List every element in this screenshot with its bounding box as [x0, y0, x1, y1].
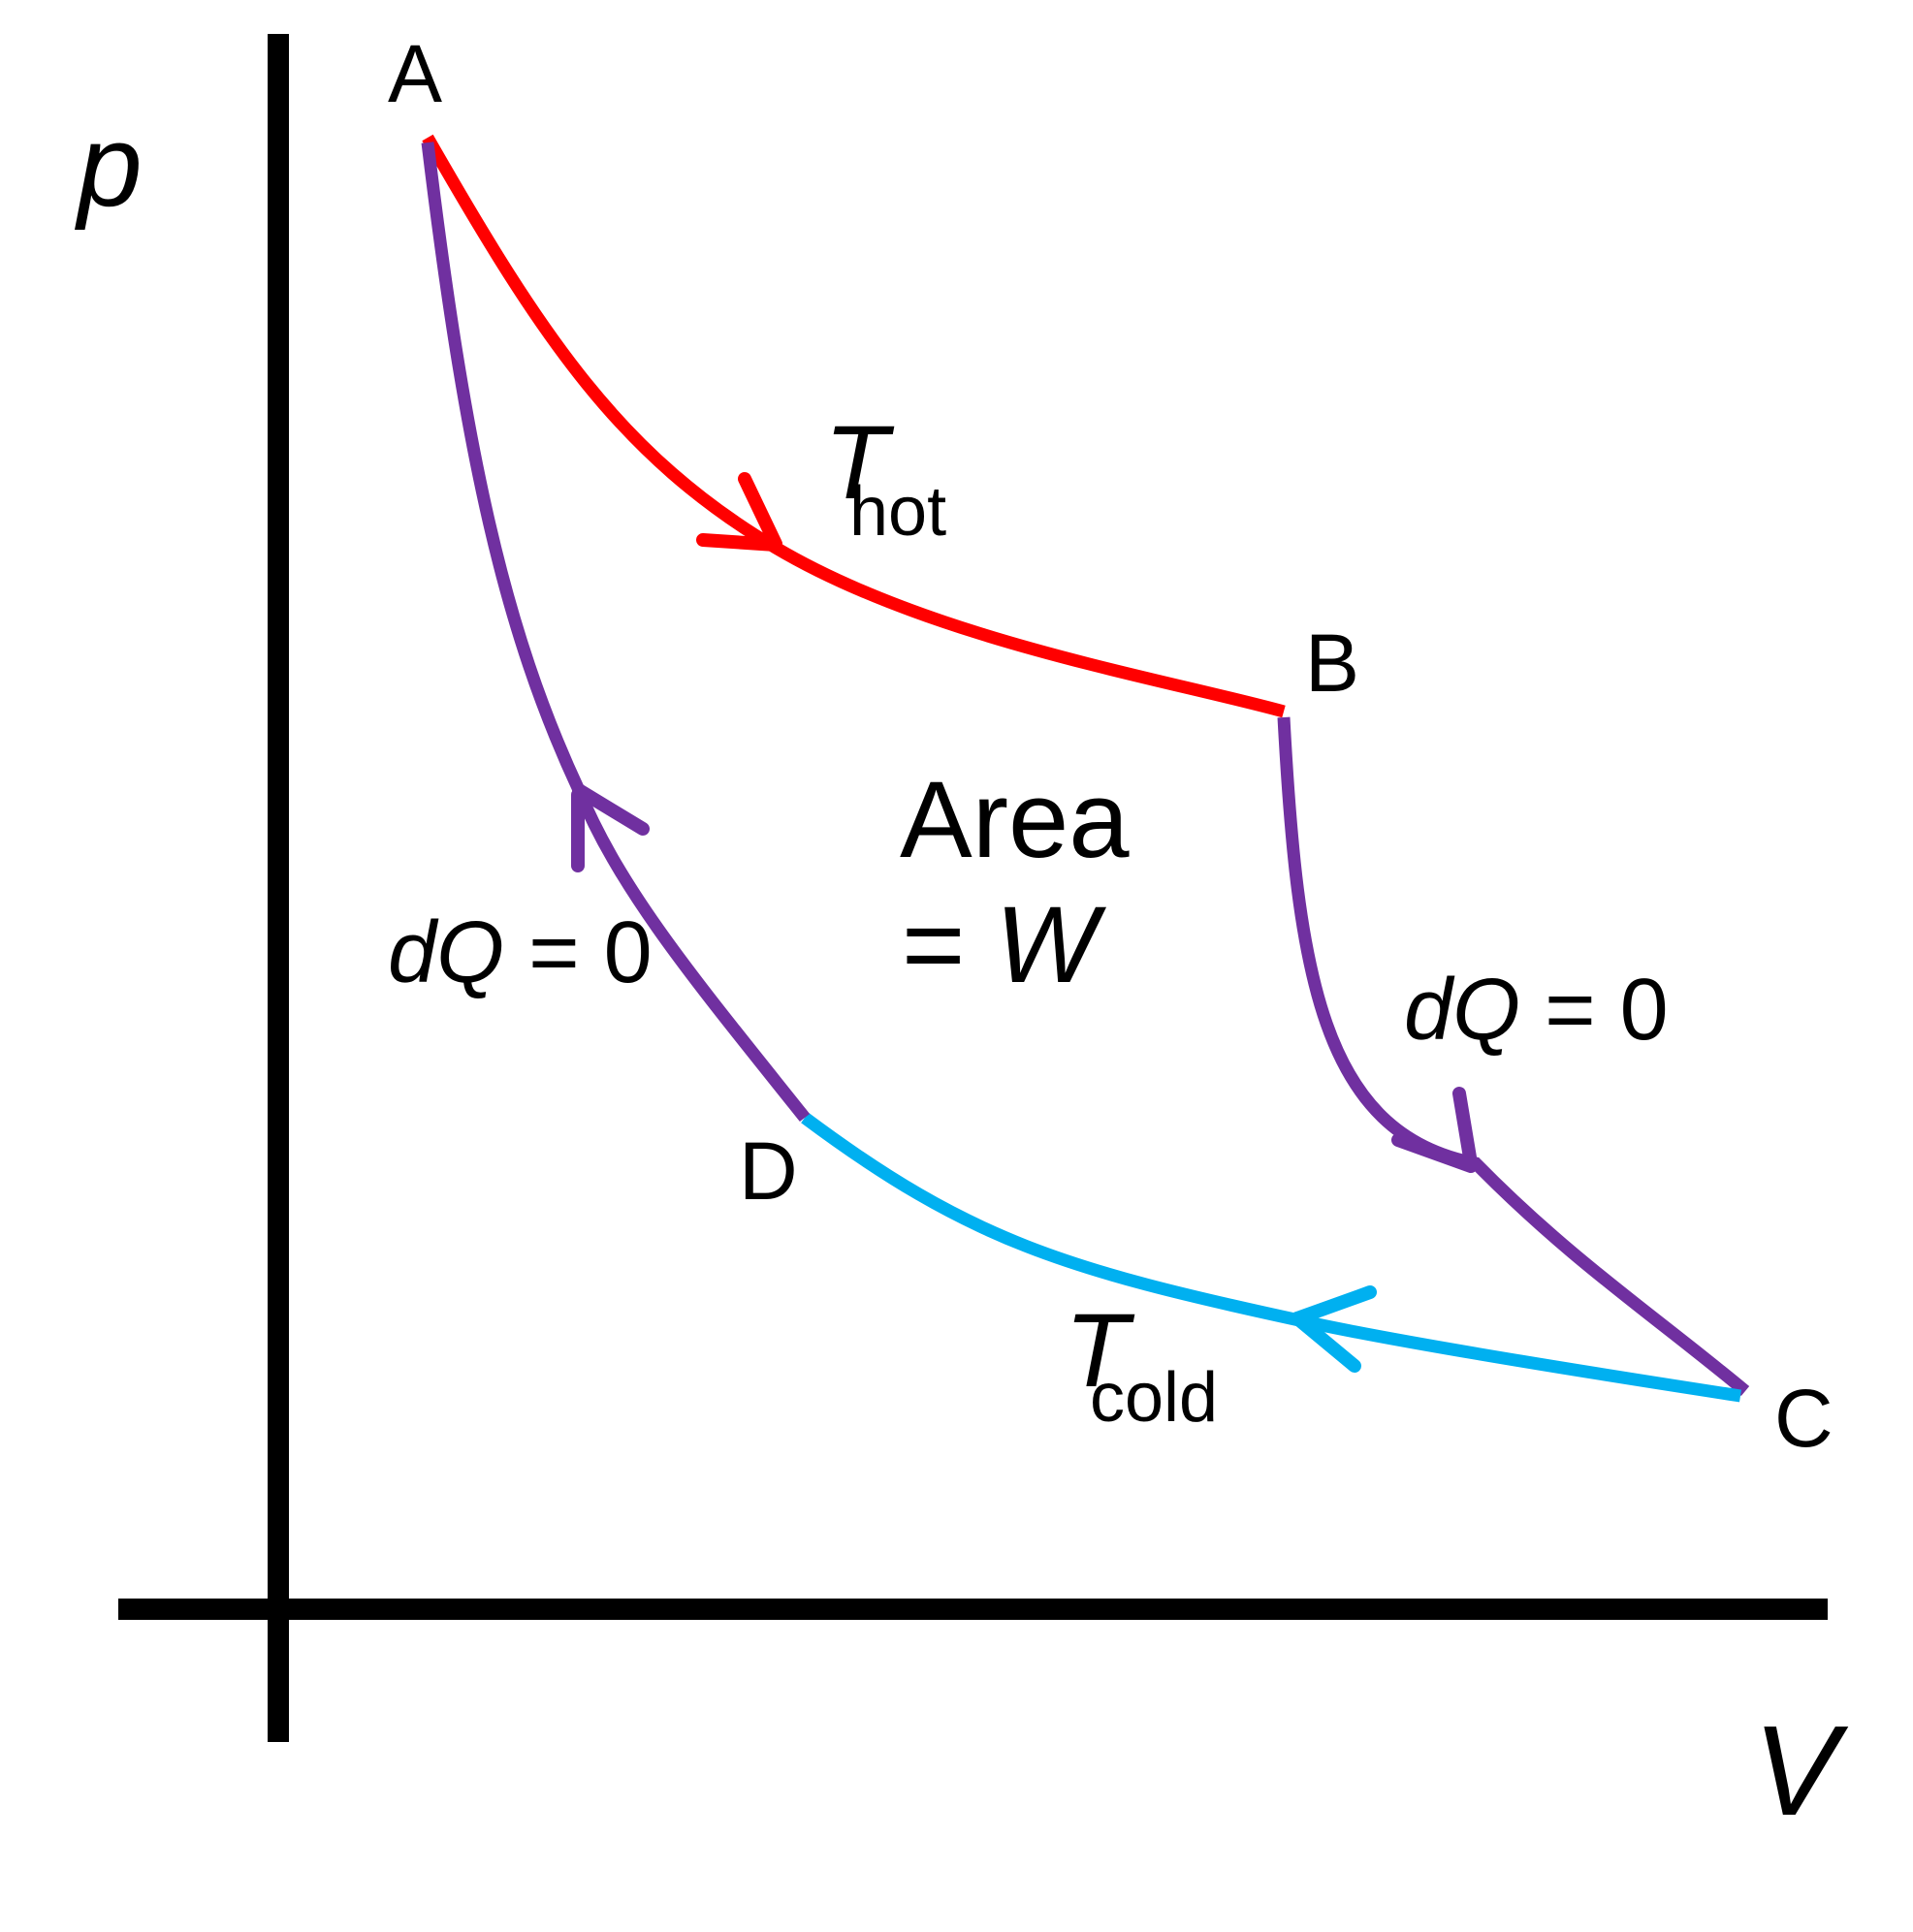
left-adiabat-arrow [571, 783, 650, 872]
left-adiabat-rest: = 0 [504, 904, 653, 1001]
left-adiabat-q: Q [436, 904, 504, 1001]
t-cold-symbol: T [1065, 1291, 1135, 1409]
left-adiabat-label: dQ = 0 [388, 904, 653, 1001]
right-adiabat-d: d [1404, 962, 1455, 1059]
work-equals: = [902, 884, 996, 1005]
right-adiabat-arrow [1391, 1087, 1478, 1173]
t-hot-subscript: hot [849, 473, 946, 551]
cold-isotherm-curve [801, 1112, 1741, 1403]
point-d-label: D [739, 1125, 798, 1217]
right-adiabat-rest: = 0 [1520, 962, 1669, 1059]
right-adiabat-q: Q [1452, 962, 1520, 1059]
right-adiabat-label: dQ = 0 [1404, 962, 1669, 1059]
work-label: = W [902, 884, 1107, 1005]
point-c-label: C [1774, 1373, 1833, 1464]
t-cold-subscript: cold [1090, 1359, 1218, 1437]
point-b-label: B [1305, 618, 1359, 709]
pressure-axis-label: p [75, 101, 143, 231]
left-adiabat-curve [421, 142, 811, 1123]
cold-isotherm-arrow [1291, 1285, 1377, 1373]
t-hot-symbol: T [824, 403, 895, 521]
area-label: Area [900, 759, 1130, 880]
hot-isotherm-arrow [696, 472, 782, 552]
volume-axis-label: V [1753, 1699, 1849, 1842]
work-symbol: W [996, 884, 1107, 1005]
left-adiabat-d: d [388, 904, 439, 1001]
point-a-label: A [388, 28, 442, 119]
